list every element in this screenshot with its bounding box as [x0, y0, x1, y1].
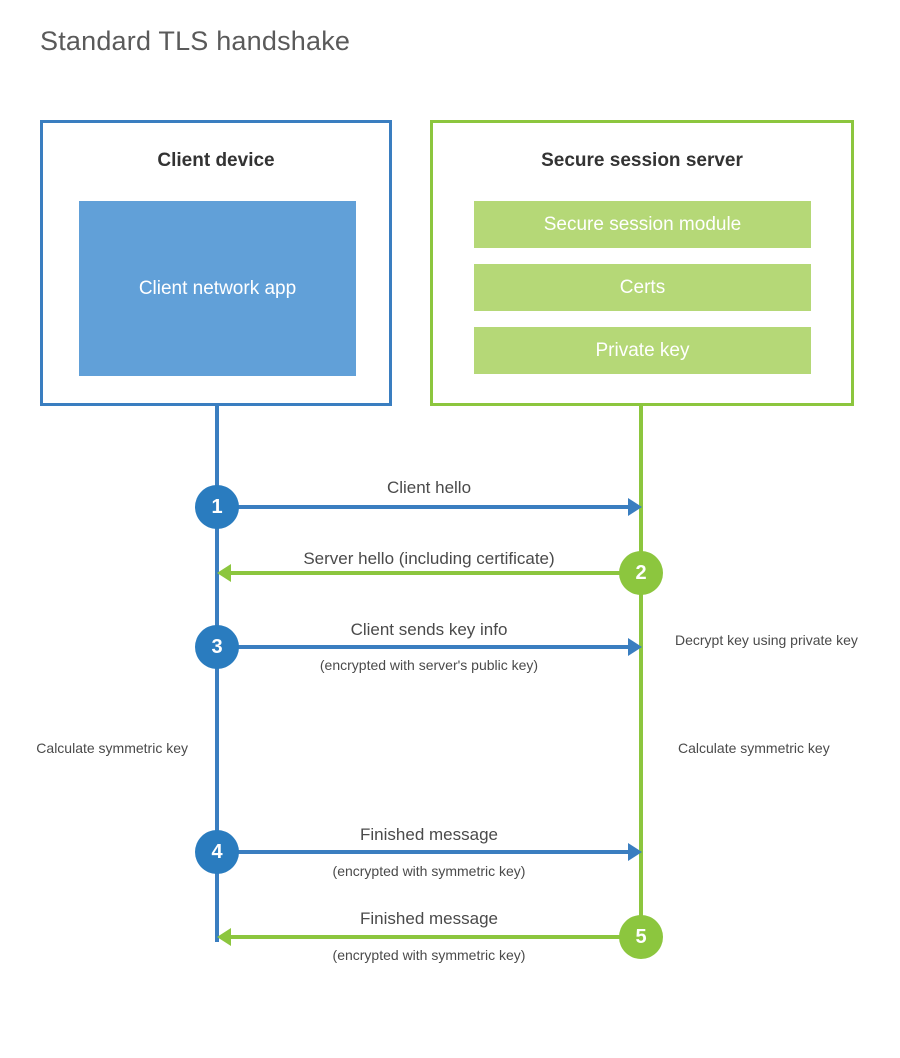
arrow-head-icon	[628, 843, 642, 861]
step-4-marker: 4	[195, 830, 239, 874]
arrow-head-icon	[628, 638, 642, 656]
note-client-calculate-symmetric-key: Calculate symmetric key	[36, 740, 188, 756]
step-1-arrow	[217, 498, 642, 516]
secure-session-server-title: Secure session server	[541, 150, 743, 171]
step-2-label: Server hello (including certificate)	[303, 549, 555, 568]
step-1-marker: 1	[195, 485, 239, 529]
step-4-sublabel: (encrypted with symmetric key)	[332, 863, 526, 879]
arrow-head-icon	[628, 498, 642, 516]
step-3-marker: 3	[195, 625, 239, 669]
step-2-arrow	[217, 564, 621, 582]
note-server-calculate-symmetric-key: Calculate symmetric key	[678, 740, 830, 756]
step-3-sublabel: (encrypted with server's public key)	[319, 657, 539, 673]
server-component-private-key: Private key	[474, 327, 811, 374]
arrow-head-icon	[217, 928, 231, 946]
step-1-label: Client hello	[386, 478, 472, 497]
step-3-label: Client sends key info	[350, 620, 508, 639]
client-lifeline	[215, 403, 219, 942]
server-component-secure-session-module: Secure session module	[474, 201, 811, 248]
client-device-title: Client device	[157, 150, 275, 171]
step-2-marker: 2	[619, 551, 663, 595]
secure-session-server-box: Secure session server Secure session mod…	[430, 120, 854, 406]
server-lifeline	[639, 403, 643, 942]
client-device-box: Client device Client network app	[40, 120, 392, 406]
step-5-sublabel: (encrypted with symmetric key)	[332, 947, 526, 963]
server-component-certs: Certs	[474, 264, 811, 311]
step-3-arrow	[217, 638, 642, 656]
arrow-head-icon	[217, 564, 231, 582]
note-decrypt-key: Decrypt key using private key	[675, 632, 858, 648]
step-5-label: Finished message	[360, 909, 498, 928]
page-title: Standard TLS handshake	[40, 26, 351, 56]
step-5-arrow	[217, 928, 621, 946]
client-network-app-block: Client network app	[79, 201, 356, 376]
step-4-label: Finished message	[360, 825, 498, 844]
step-4-arrow	[217, 843, 642, 861]
step-5-marker: 5	[619, 915, 663, 959]
